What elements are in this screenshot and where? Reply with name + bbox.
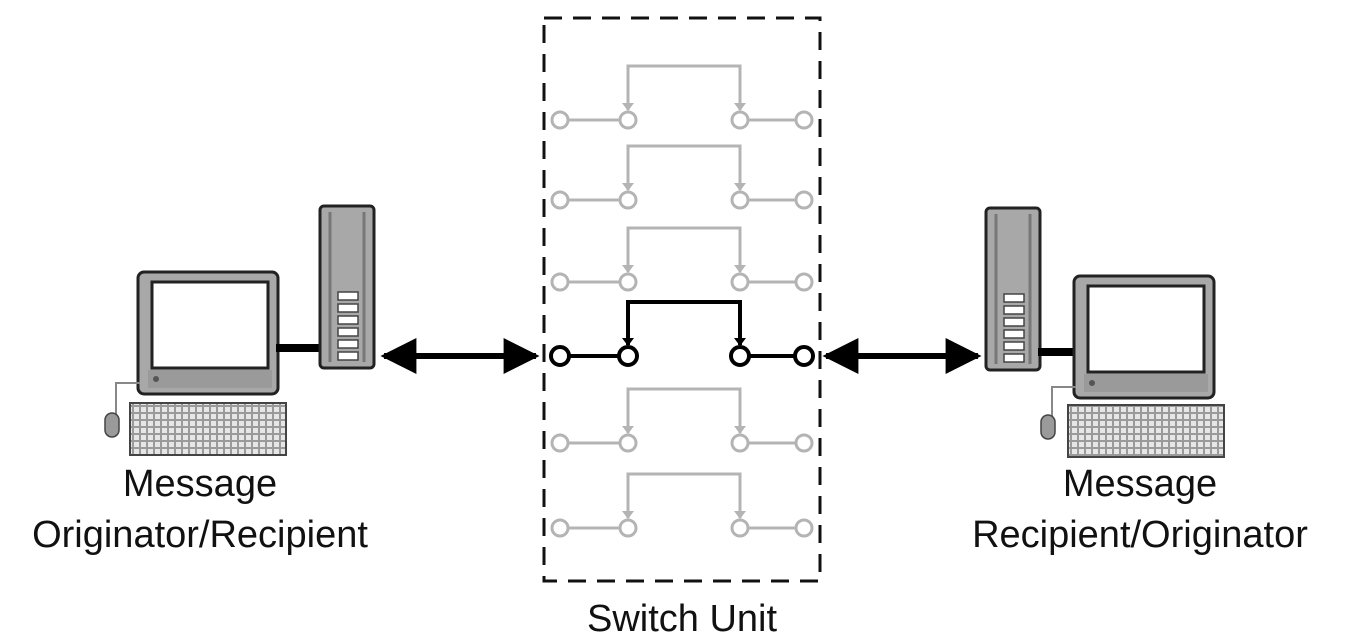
right-station-label-line1: Message xyxy=(1063,463,1217,505)
switch-node xyxy=(618,433,638,453)
switch-node xyxy=(618,110,638,130)
switch-path xyxy=(550,144,814,210)
right-station-label-line2: Recipient/Originator xyxy=(972,514,1308,556)
mouse-icon xyxy=(1040,386,1076,440)
switch-node xyxy=(730,190,750,210)
switch-node xyxy=(550,272,570,292)
mouse-icon xyxy=(104,382,140,438)
arrow-icon xyxy=(734,426,746,434)
switch-node xyxy=(618,518,638,538)
switch-node xyxy=(794,518,814,538)
arrow-icon xyxy=(622,183,634,191)
left-station-label-line1: Message xyxy=(123,463,277,505)
arrow-icon xyxy=(734,183,746,191)
bridge-line xyxy=(626,226,742,272)
switch-node xyxy=(550,433,570,453)
tower-icon xyxy=(318,204,376,370)
keyboard-icon xyxy=(1067,404,1225,458)
switch-node xyxy=(730,518,750,538)
bridge-line xyxy=(626,472,742,518)
switch-unit-label: Switch Unit xyxy=(587,598,777,639)
switch-node xyxy=(549,345,571,367)
switch-node xyxy=(794,190,814,210)
switch-node xyxy=(617,345,639,367)
switch-path xyxy=(550,472,814,538)
switch-path xyxy=(550,64,814,130)
switch-node xyxy=(794,433,814,453)
switch-unit: Switch Unit xyxy=(542,16,822,639)
switch-path xyxy=(550,387,814,453)
bridge-line xyxy=(626,144,742,190)
monitor-icon xyxy=(1072,274,1216,400)
switch-unit-boundary xyxy=(542,16,822,583)
arrow-icon xyxy=(734,338,746,346)
arrow-icon xyxy=(622,103,634,111)
right-station: Message Recipient/Originator xyxy=(972,206,1308,556)
switch-node xyxy=(730,110,750,130)
arrow-icon xyxy=(734,265,746,273)
bridge-line xyxy=(626,387,742,433)
switch-paths xyxy=(549,64,815,538)
arrow-icon xyxy=(734,511,746,519)
arrow-icon xyxy=(622,265,634,273)
switch-path xyxy=(550,226,814,292)
bridge-line xyxy=(626,64,742,110)
arrow-icon xyxy=(622,511,634,519)
monitor-icon xyxy=(136,270,280,396)
switch-node xyxy=(793,345,815,367)
switch-node xyxy=(550,190,570,210)
switch-node xyxy=(794,272,814,292)
switch-node xyxy=(550,110,570,130)
switch-node xyxy=(618,272,638,292)
arrow-icon xyxy=(734,103,746,111)
switch-node xyxy=(794,110,814,130)
bridge-line xyxy=(626,300,742,345)
left-station-label-line2: Originator/Recipient xyxy=(32,514,368,556)
arrow-icon xyxy=(622,426,634,434)
switch-node xyxy=(618,190,638,210)
switch-node xyxy=(729,345,751,367)
tower-icon xyxy=(984,206,1042,372)
switch-node xyxy=(730,433,750,453)
switch-node xyxy=(550,518,570,538)
switch-node xyxy=(730,272,750,292)
switch-path-active xyxy=(549,300,815,367)
arrow-icon xyxy=(622,338,634,346)
keyboard-icon xyxy=(129,402,287,456)
left-station: Message Originator/Recipient xyxy=(32,204,376,556)
